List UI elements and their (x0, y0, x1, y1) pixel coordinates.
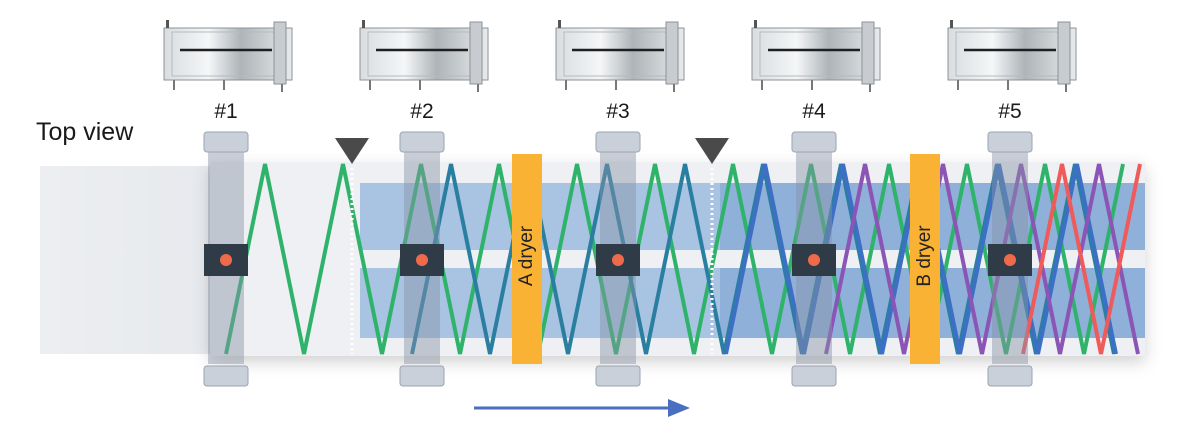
dryer-label-2: B dryer (914, 225, 935, 287)
marker-triangle-2 (695, 138, 729, 164)
station-label-4: #4 (802, 100, 826, 123)
machine-side-panel (665, 21, 679, 85)
printer-machine-5 (947, 20, 1077, 92)
station-clamp-bottom-4 (791, 365, 837, 387)
dryer-bar-1 (512, 154, 542, 364)
machine-indicator (950, 20, 953, 28)
print-head-dot-2 (416, 254, 428, 266)
print-head-dot-4 (808, 254, 820, 266)
station-clamp-bottom-2 (399, 365, 445, 387)
machine-indicator (754, 20, 757, 28)
station-label-3: #3 (606, 100, 630, 123)
machine-indicator (362, 20, 365, 28)
printer-machine-4 (751, 20, 881, 92)
station-label-1: #1 (214, 100, 238, 123)
print-head-dot-3 (612, 254, 624, 266)
machine-body (555, 27, 685, 81)
station-clamp-bottom-5 (987, 365, 1033, 387)
station-marks (203, 131, 1033, 387)
machine-side-panel (469, 21, 483, 85)
machine-body (947, 27, 1077, 81)
machine-side-panel (1057, 21, 1071, 85)
machine-body (163, 27, 293, 81)
printer-machine-3 (555, 20, 685, 92)
machine-body (751, 27, 881, 81)
station-clamp-top-4 (791, 131, 837, 153)
dryer-label-1: A dryer (516, 225, 537, 287)
machine-indicator (166, 20, 169, 28)
direction-arrow-head (668, 399, 690, 417)
print-head-dot-1 (220, 254, 232, 266)
station-clamp-bottom-1 (203, 365, 249, 387)
station-label-2: #2 (410, 100, 434, 123)
view-label: Top view (36, 118, 134, 146)
machine-indicator (558, 20, 561, 28)
station-clamp-bottom-3 (595, 365, 641, 387)
machine-side-panel (273, 21, 287, 85)
station-clamp-top-1 (203, 131, 249, 153)
station-clamp-top-5 (987, 131, 1033, 153)
machine-body (359, 27, 489, 81)
scan-path-5 (1021, 163, 1142, 355)
station-clamp-top-3 (595, 131, 641, 153)
printer-machine-2 (359, 20, 489, 92)
dryer-bar-2 (910, 154, 940, 364)
printer-machine-1 (163, 20, 293, 92)
machine-side-panel (861, 21, 875, 85)
print-head-dot-5 (1004, 254, 1016, 266)
station-label-5: #5 (998, 100, 1022, 123)
station-clamp-top-2 (399, 131, 445, 153)
scan-path-1 (224, 163, 1125, 355)
scan-path-4 (824, 163, 1140, 355)
marker-triangle-1 (335, 138, 369, 164)
